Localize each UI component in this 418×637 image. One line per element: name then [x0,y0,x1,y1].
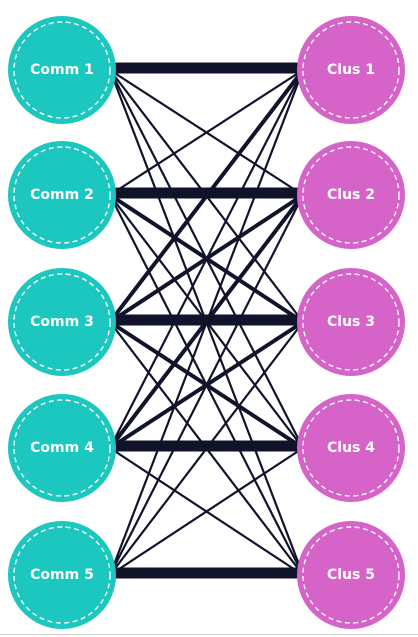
node-comm2[interactable]: Comm 2 [8,141,116,249]
node-circle [297,394,405,502]
node-circle [8,16,116,124]
node-label: Clus 3 [327,314,375,330]
node-comm4[interactable]: Comm 4 [8,394,116,502]
node-circle [297,16,405,124]
node-dashed-ring [13,526,111,624]
node-label: Comm 2 [30,187,94,203]
node-comm3[interactable]: Comm 3 [8,268,116,376]
node-dashed-ring [13,21,111,119]
node-label: Comm 3 [30,314,94,330]
node-label: Clus 5 [327,567,375,583]
node-circle [8,268,116,376]
node-dashed-ring [302,21,400,119]
node-circle [297,521,405,629]
node-dashed-ring [302,526,400,624]
node-dashed-ring [13,399,111,497]
edge-comm5-clus2 [108,193,305,577]
edge-comm5-clus3 [108,320,305,577]
node-dashed-ring [302,146,400,244]
node-clus3[interactable]: Clus 3 [297,268,405,376]
node-label: Clus 2 [327,187,375,203]
node-label: Comm 5 [30,567,94,583]
nodes-layer: Comm 1 Comm 2 Comm 3 Comm 4 Comm 5 Clus 1 Clus… [8,16,405,629]
node-label: Comm 4 [30,440,94,456]
node-dashed-ring [13,273,111,371]
node-dashed-ring [302,399,400,497]
node-circle [8,521,116,629]
edge-comm4-clus1 [108,68,305,450]
node-dashed-ring [302,273,400,371]
node-clus1[interactable]: Clus 1 [297,16,405,124]
node-label: Clus 1 [327,62,375,78]
bottom-divider [0,634,418,635]
edge-comm2-clus1 [108,68,305,197]
node-clus4[interactable]: Clus 4 [297,394,405,502]
node-circle [297,141,405,249]
node-label: Clus 4 [327,440,375,456]
edge-comm5-clus1 [108,68,305,577]
node-label: Comm 1 [30,62,94,78]
node-comm1[interactable]: Comm 1 [8,16,116,124]
node-clus5[interactable]: Clus 5 [297,521,405,629]
node-dashed-ring [13,146,111,244]
edges-layer [108,62,305,579]
edge-comm5-clus4 [108,446,305,577]
node-circle [297,268,405,376]
node-circle [8,394,116,502]
node-comm5[interactable]: Comm 5 [8,521,116,629]
node-clus2[interactable]: Clus 2 [297,141,405,249]
edge-comm3-clus1 [108,68,305,324]
node-circle [8,141,116,249]
